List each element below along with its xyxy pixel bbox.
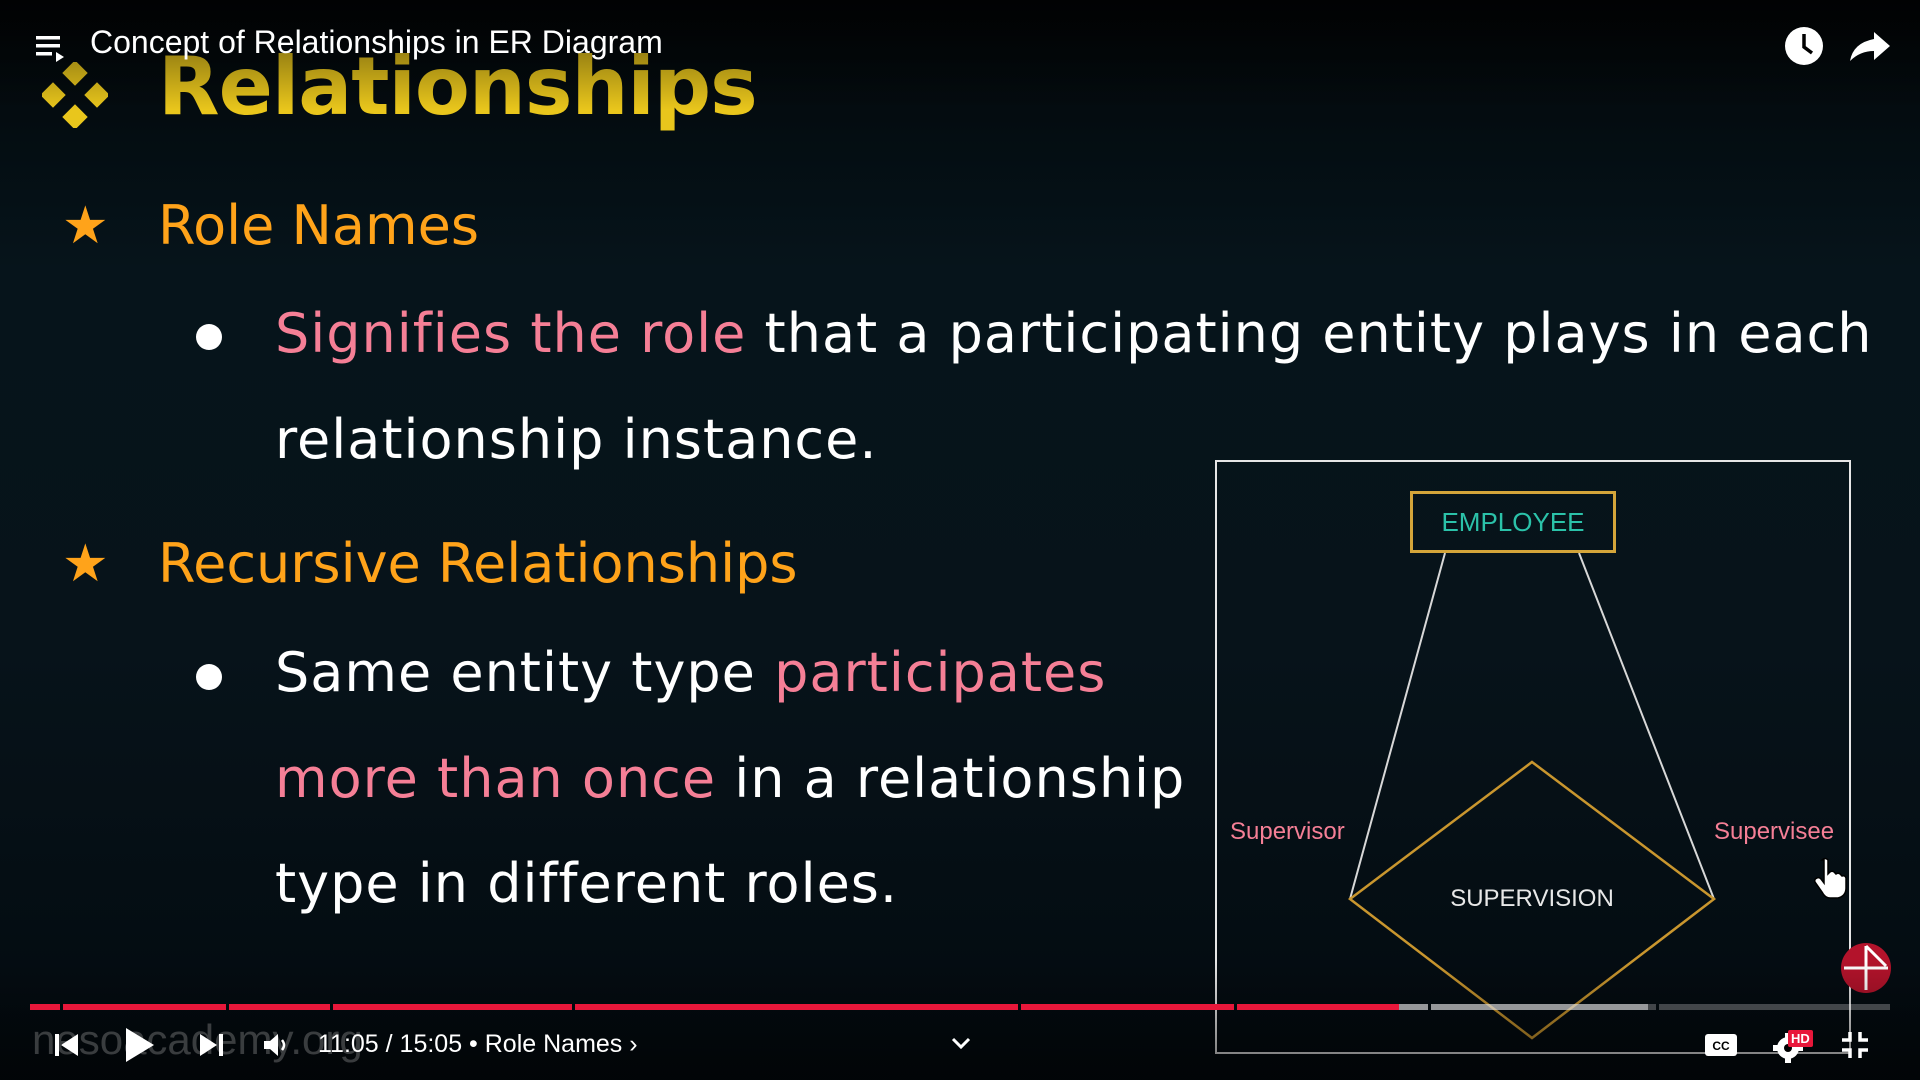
volume-icon[interactable] [262,1032,290,1058]
hd-badge: HD [1788,1030,1813,1047]
playlist-icon[interactable] [34,30,70,66]
progress-played-segment[interactable] [229,1004,330,1010]
time-and-chapter: 11:05 / 15:05 • Role Names › [318,1030,638,1059]
chevron-down-icon[interactable] [948,1030,974,1056]
controls-shade [0,960,1920,1080]
heading-recursive-relationships: Recursive Relationships [158,532,798,595]
body-text: that a participating entity plays in eac… [746,302,1873,365]
progress-played-segment[interactable] [575,1004,1018,1010]
captions-icon[interactable]: CC [1704,1032,1738,1058]
previous-icon[interactable] [52,1030,82,1060]
hand-cursor-icon [1814,857,1847,899]
bullet-dot-icon [196,324,222,350]
progress-track-segment[interactable] [1659,1004,1890,1010]
time-display: 11:05 / 15:05 [318,1030,463,1058]
progress-played-segment[interactable] [63,1004,226,1010]
watch-later-icon[interactable] [1782,24,1826,68]
progress-buffered-segment[interactable] [1431,1004,1648,1010]
progress-played-segment[interactable] [1237,1004,1399,1010]
exit-fullscreen-icon[interactable] [1840,1030,1870,1060]
progress-played-segment[interactable] [333,1004,572,1010]
role-names-line-2: relationship instance. [275,408,878,471]
er-relationship-supervision: SUPERVISION [1450,885,1614,912]
highlight-text: more than once [275,747,717,810]
role-label-supervisor: Supervisor [1230,818,1345,845]
body-text: in a relationship [716,747,1186,810]
share-icon[interactable] [1848,26,1892,66]
recursive-line-1: Same entity type participates [275,641,1106,704]
star-bullet-icon: ★ [62,196,109,256]
progress-played-segment[interactable] [30,1004,60,1010]
watermark-text: nesoacademy.org [32,1016,363,1063]
next-icon[interactable] [196,1030,226,1060]
star-bullet-icon: ★ [62,534,109,594]
svg-text:CC: CC [1712,1039,1730,1053]
recursive-line-3: type in different roles. [275,852,899,915]
progress-played-segment[interactable] [1021,1004,1234,1010]
player-top-bar [0,0,1920,110]
chapter-title[interactable]: • Role Names › [462,1030,638,1058]
highlight-text: participates [774,641,1107,704]
bullet-dot-icon [196,664,222,690]
highlight-text: Signifies the role [275,302,747,365]
body-text: Same entity type [275,641,775,704]
role-label-supervisee: Supervisee [1714,818,1835,845]
heading-role-names: Role Names [158,194,479,257]
er-entity-employee: EMPLOYEE [1410,491,1616,553]
role-names-line-1: Signifies the role that a participating … [275,302,1872,365]
recursive-line-2: more than once in a relationship [275,747,1185,810]
progress-bar[interactable] [30,1004,1890,1012]
play-icon[interactable] [122,1026,156,1064]
video-title[interactable]: Concept of Relationships in ER Diagram [90,24,663,60]
